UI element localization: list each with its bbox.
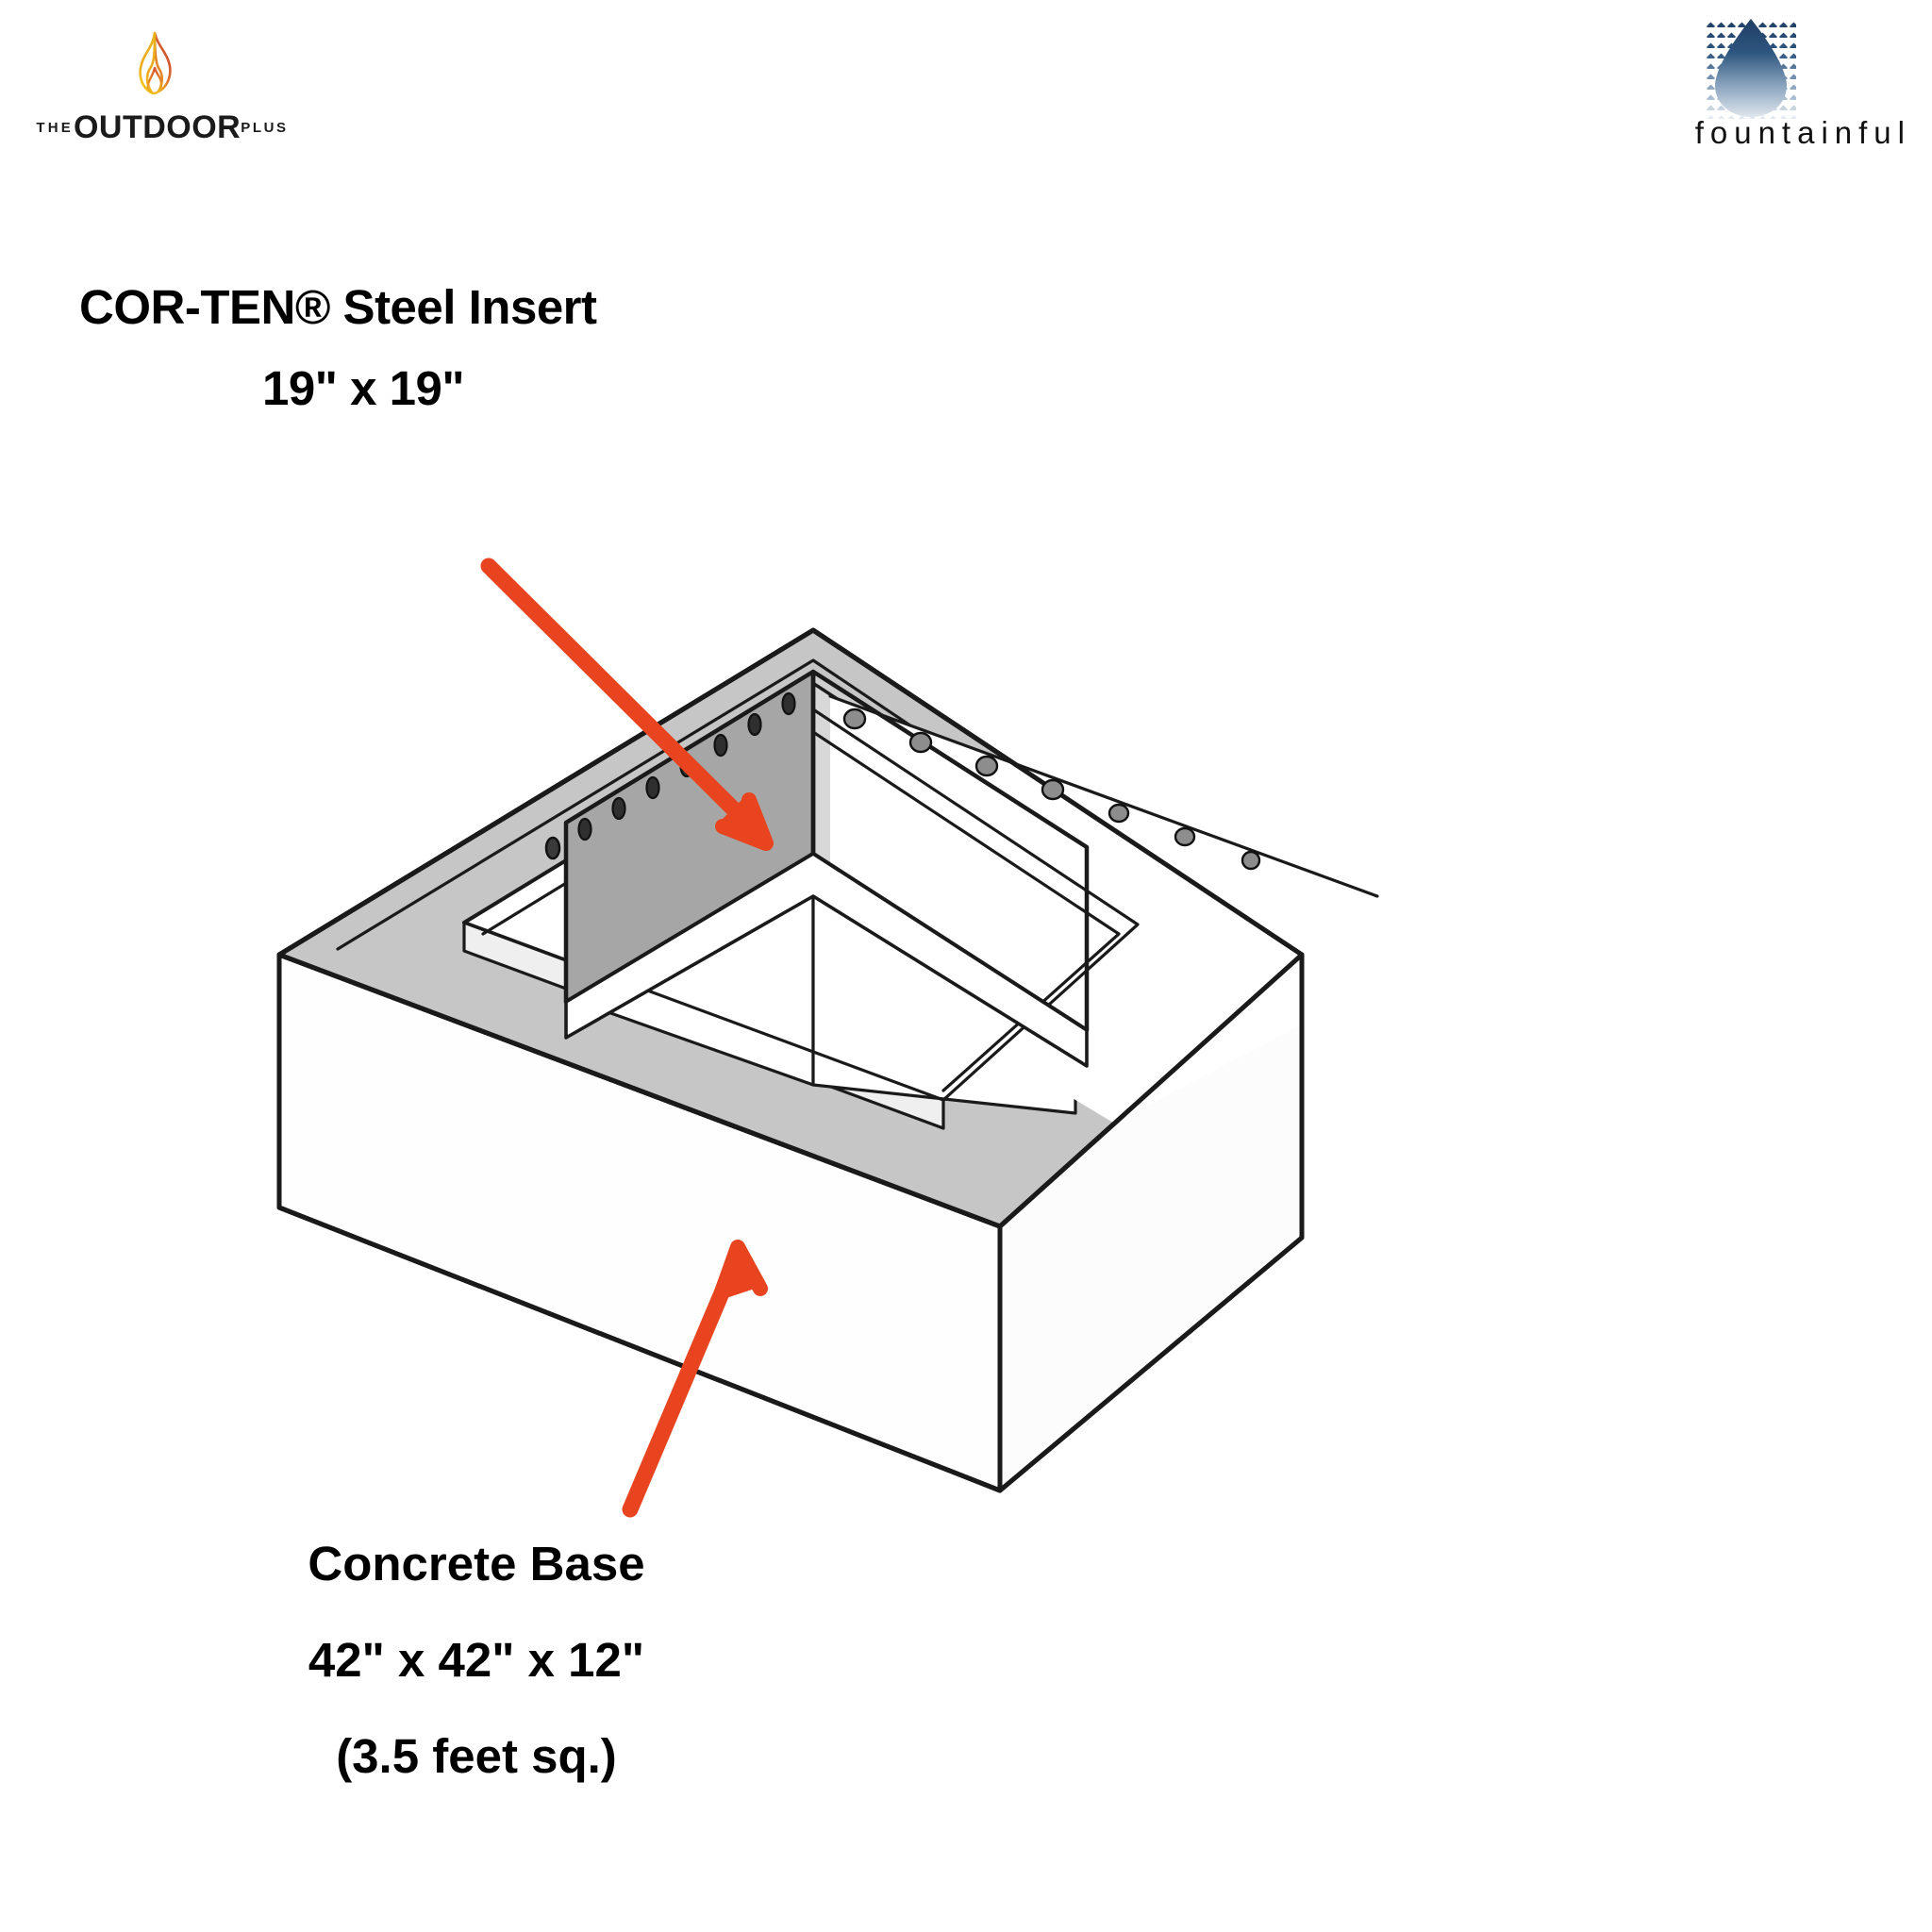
- brand-outdoor: OUTDOOR: [73, 109, 242, 145]
- fountainful-wordmark: fountainful: [1694, 115, 1911, 150]
- brand-plus: PLUS: [241, 120, 289, 136]
- brand-the: THE: [36, 120, 74, 136]
- arrow-to-concrete-base: [622, 1240, 768, 1518]
- fountainful-logo: fountainful: [1600, 13, 1911, 150]
- pit-interior-white-face: [828, 694, 1379, 1123]
- outdoor-plus-wordmark: THEOUTDOORPLUS: [21, 109, 304, 146]
- concrete-base-label: Concrete Base: [308, 1537, 645, 1591]
- outdoor-plus-logo: THEOUTDOORPLUS: [21, 19, 304, 145]
- concrete-base-note: (3.5 feet sq.): [336, 1729, 617, 1783]
- flame-icon: [132, 30, 175, 104]
- steel-insert-dimension: 19" x 19": [262, 361, 465, 415]
- steel-insert-body: [563, 669, 1090, 1068]
- concrete-base-dimension: 42" x 42" x 12": [308, 1633, 645, 1687]
- diamond-grid-drop-icon: [1706, 17, 1796, 119]
- steel-insert-label: COR-TEN® Steel Insert: [79, 280, 597, 334]
- bolt-holes-right-top: [842, 708, 1261, 871]
- arrow-to-steel-insert: [480, 558, 774, 851]
